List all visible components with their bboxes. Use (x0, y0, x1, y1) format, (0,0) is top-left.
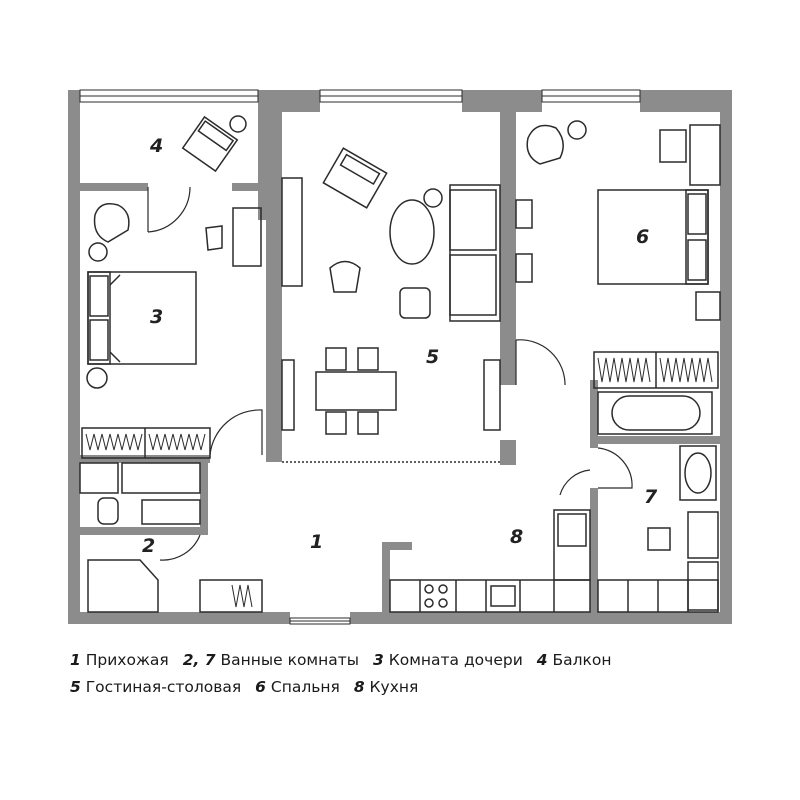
room3-radiator-coils (85, 433, 206, 451)
walls (68, 90, 732, 624)
legend-item: 8 Кухня (353, 678, 419, 696)
bath2-radiator-coil (231, 584, 253, 608)
windows (79, 89, 641, 625)
label-room-1: 1 (310, 531, 323, 553)
balcony-armchair (181, 115, 247, 173)
label-room-8: 8 (510, 526, 523, 548)
kitchen-fixtures (389, 509, 591, 613)
legend-item: 6 Спальня (255, 678, 340, 696)
bedroom-furniture (515, 120, 721, 389)
label-room-5: 5 (426, 346, 439, 368)
legend-item: 5 Гостиная-столовая (70, 678, 242, 696)
floor-plan: 4 3 5 6 7 2 1 8 (68, 89, 732, 625)
legend-item: 1 Прихожая (70, 651, 169, 669)
legend-item: 2, 7 Ванные комнаты (182, 651, 360, 669)
label-room-2: 2 (142, 535, 155, 557)
bath2-fixtures (79, 462, 263, 613)
bath7-fixtures (597, 391, 719, 613)
label-room-7: 7 (644, 486, 658, 508)
label-room-3: 3 (150, 306, 163, 328)
doors (147, 186, 633, 561)
legend-item: 4 Балкон (536, 651, 612, 669)
bedroom-radiator-coils (597, 357, 713, 383)
label-room-4: 4 (149, 135, 163, 157)
living-furniture (281, 147, 501, 463)
room3-furniture (81, 203, 262, 459)
legend-line-2: 5 Гостиная-столовая 6 Спальня 8 Кухня (70, 678, 427, 696)
legend-line-1: 1 Прихожая 2, 7 Ванные комнаты 3 Комната… (70, 651, 620, 669)
legend-item: 3 Комната дочери (372, 651, 523, 669)
label-room-6: 6 (636, 226, 649, 248)
